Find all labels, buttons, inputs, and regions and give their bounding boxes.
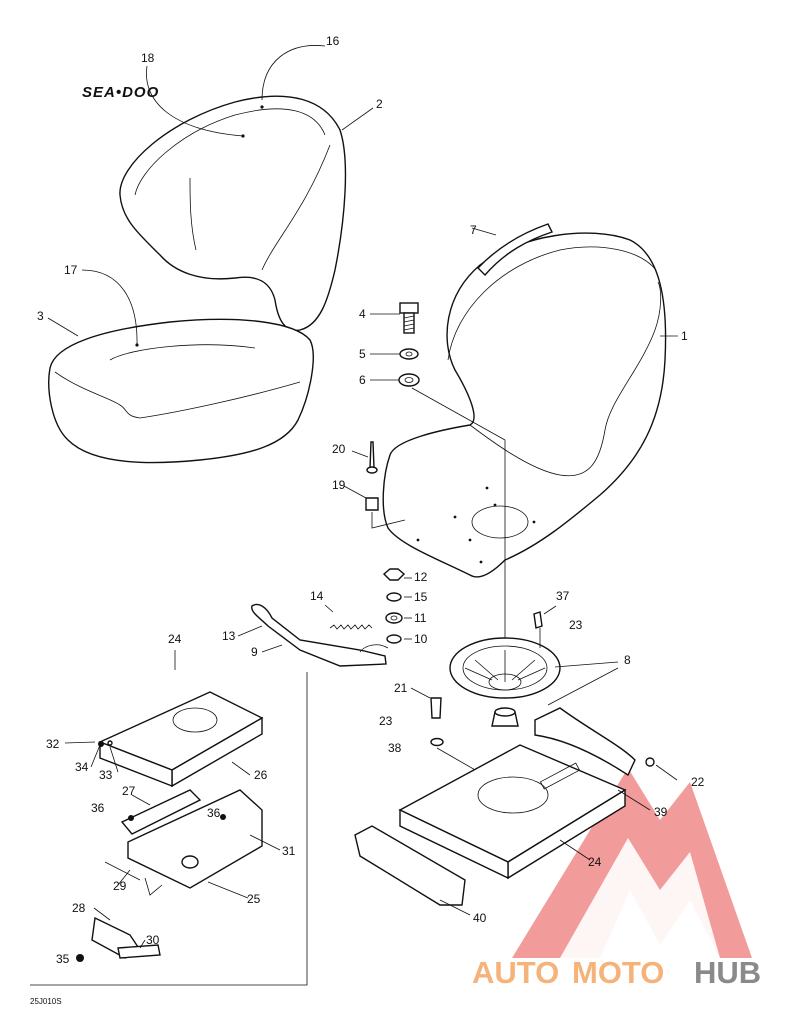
callout-9: 9 [251,645,258,659]
callout-7: 7 [470,223,477,237]
bolt-washer-stack [398,302,420,387]
callout-24a: 24 [168,632,182,646]
watermark-auto-text: AUTO [472,955,559,990]
seat-cushion-cover [48,318,314,464]
callout-38: 38 [388,741,402,755]
sea-doo-logo: SEA•DOO [82,84,159,101]
callout-3: 3 [37,309,44,323]
leader-lines [47,45,678,949]
callout-37: 37 [556,589,570,603]
callout-24b: 24 [588,855,602,869]
watermark-moto-text: MOTO [572,955,664,990]
callout-5: 5 [359,347,366,361]
callout-12: 12 [414,570,428,584]
callout-15: 15 [414,590,428,604]
callout-39: 39 [654,805,668,819]
callout-16: 16 [326,34,340,48]
callout-26: 26 [254,768,268,782]
seat-shell-frame [382,232,667,578]
seat-back-cover [119,95,347,332]
callout-32: 32 [46,737,60,751]
callout-31: 31 [282,844,296,858]
lower-rail [354,825,466,906]
callout-34: 34 [75,760,89,774]
callout-25: 25 [247,892,261,906]
callout-21: 21 [394,681,408,695]
swivel-hardware-stack [382,568,406,644]
callout-labels: 16 18 2 17 3 7 1 4 5 6 20 19 12 15 11 10… [37,34,705,966]
callout-20: 20 [332,442,346,456]
callout-23a: 23 [569,618,583,632]
callout-6: 6 [359,373,366,387]
callout-17: 17 [64,263,78,277]
pin-and-nut [365,441,406,529]
watermark-hub-text: HUB [694,955,761,990]
callout-18: 18 [141,51,155,65]
automotohub-watermark: AUTO MOTO HUB [472,768,761,990]
swivel-bearing-plate [449,637,561,727]
callout-33: 33 [99,768,113,782]
callout-19: 19 [332,478,346,492]
edge-trim-strip [477,223,553,277]
callout-4: 4 [359,307,366,321]
callout-23b: 23 [379,714,393,728]
callout-36a: 36 [91,801,105,815]
callout-36b: 36 [207,806,221,820]
callout-30: 30 [146,933,160,947]
release-lever [251,603,389,667]
callout-22: 22 [691,775,705,789]
callout-10: 10 [414,632,428,646]
callout-27: 27 [122,784,136,798]
slide-sub-assembly [76,691,264,962]
callout-14: 14 [310,589,324,603]
return-spring [329,624,373,630]
callout-40: 40 [473,911,487,925]
callout-35: 35 [56,952,70,966]
callout-2: 2 [376,97,383,111]
callout-8: 8 [624,653,631,667]
callout-29: 29 [113,879,127,893]
callout-13: 13 [222,629,236,643]
slide-base-assembly [398,707,655,880]
figure-code: 25J010S [30,997,62,1006]
callout-11: 11 [414,611,427,625]
callout-1: 1 [681,329,688,343]
callout-28: 28 [72,901,86,915]
